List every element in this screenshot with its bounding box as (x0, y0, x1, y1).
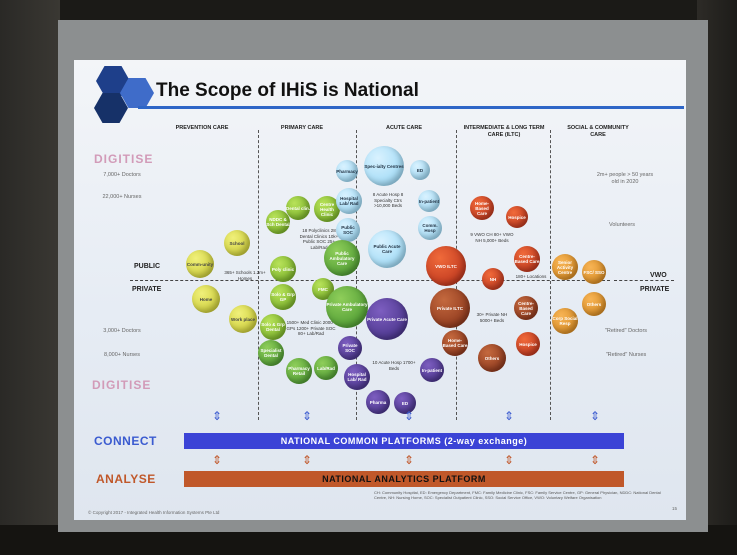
presentation-slide: The Scope of IHiS is National PREVENTION… (74, 60, 686, 520)
doctors-top-note: 7,000+ Doctors (103, 172, 141, 178)
abbreviation-footnote: CH: Community Hospital, ED: Emergency De… (374, 490, 661, 500)
connect-label: CONNECT (94, 434, 157, 448)
bubble-home-care-private: Home-Based Care (442, 330, 468, 356)
private-label-right: PRIVATE (640, 286, 670, 293)
up-down-arrow-icon: ⇕ (302, 409, 313, 423)
gp-note: 1500+ Med Clinic 2000+ GPs 1200+ Private… (286, 320, 336, 336)
bubble-hospice: Hospice (506, 206, 528, 228)
column-primary: PRIMARY CARE (280, 125, 324, 131)
connect-bar: NATIONAL COMMON PLATFORMS (2-way exchang… (184, 433, 624, 449)
bubble-inpatient-private: In-patient (420, 358, 444, 382)
retired-nurses-note: "Retired" Nurses (605, 352, 647, 358)
bubble-ed: ED (410, 160, 430, 180)
private-label: PRIVATE (132, 286, 162, 293)
bubble-lab-rad-green: Lab/Rad (314, 356, 338, 380)
bubble-others-social: Others (582, 292, 606, 316)
public-label: PUBLIC (134, 263, 161, 270)
bubble-school: School (224, 230, 250, 256)
public-private-divider (130, 280, 610, 281)
digitise-label-top: DIGITISE (94, 152, 154, 166)
nurses-bottom-note: 8,000+ Nurses (104, 352, 140, 358)
analyse-bar: NATIONAL ANALYTICS PLATFORM (184, 471, 624, 487)
private-acute-note: 10 Acute Hosp 1700+ Beds (372, 360, 416, 371)
bubble-pharmacy-retail: Pharmacy Retail (286, 358, 312, 384)
bubble-ed-bottom: ED (394, 392, 416, 414)
bubble-vwo-iltc: VWO ILTC (426, 246, 466, 286)
vwo-label: VWO (650, 272, 667, 279)
up-down-arrow-icon: ⇕ (590, 409, 601, 423)
bubble-private-acute: Private Acute Care (366, 298, 408, 340)
up-down-arrow-icon: ⇕ (302, 453, 313, 467)
bubble-public-acute: Public Acute Care (368, 230, 406, 268)
bubble-solo-gp: Solo & Grp GP (270, 284, 296, 310)
bubble-private-soc: Private SOC (338, 336, 362, 360)
bubble-centre-based-private: Centre-Based Care (514, 296, 538, 320)
column-divider (258, 130, 259, 420)
bubble-nddc: NDDC & Sch Dental (266, 210, 290, 234)
schools-note: 365+ Schools 1.2m+ Homes (224, 270, 266, 281)
up-down-arrow-icon: ⇕ (404, 453, 415, 467)
bubble-dental-clinic: Dental clin. (286, 196, 310, 220)
nurses-top-note: 22,000+ Nurses (102, 194, 142, 200)
polyclinics-note: 18 Polyclinics 28 Dental Clinics 10k+ Pu… (299, 228, 339, 250)
column-iltc: INTERMEDIATE & LONG TERM CARE (ILTC) (463, 125, 545, 138)
bubble-private-iltc: Private ILTC (430, 288, 470, 328)
bubble-public-amb: Public Ambulatory Care (324, 240, 360, 276)
volunteers-note: Volunteers (609, 222, 635, 228)
copyright-notice: © Copyright 2017 - Integrated Health Inf… (88, 510, 220, 515)
column-prevention: PREVENTION CARE (175, 125, 229, 131)
bubble-public-soc: Public SOC (336, 218, 360, 242)
bubble-inpatient: In-patient (418, 190, 440, 212)
column-social: SOCIAL & COMMUNITY CARE (567, 125, 629, 138)
bubble-hosp-lab-private: Hospital Lab/ Rad (344, 364, 370, 390)
analyse-label: ANALYSE (96, 472, 156, 486)
up-down-arrow-icon: ⇕ (404, 409, 415, 423)
bubble-home-care: Home-Based Care (470, 196, 494, 220)
bubble-dent-clinic-bottom: Specialist Dental (258, 340, 284, 366)
bubble-private-amb: Private Ambulatory Care (326, 286, 368, 328)
up-down-arrow-icon: ⇕ (212, 409, 223, 423)
column-acute: ACUTE CARE (385, 125, 423, 131)
column-divider (356, 130, 357, 420)
bubble-workplace: Work place (229, 305, 257, 333)
up-down-arrow-icon: ⇕ (590, 453, 601, 467)
bubble-nh: NH (482, 268, 504, 290)
bubble-home: Home (192, 285, 220, 313)
column-divider (550, 130, 551, 420)
vwo-private-divider (614, 280, 674, 281)
retired-doctors-note: "Retired" Doctors (604, 328, 648, 334)
bubble-others: Others (478, 344, 506, 372)
acute-hosp-note: 8 Acute Hosp 8 Specialty Ctrs >10,000 Be… (372, 192, 404, 208)
page-number: 15 (672, 506, 678, 511)
bubble-poly-clinic: Poly clinic (270, 256, 296, 282)
vwo-ch-note: 9 VWO CH 80+ VWO NH 5,000+ Beds (470, 232, 514, 243)
private-nh-note: 30+ Private NH 5000+ Beds (476, 312, 508, 323)
slide-title: The Scope of IHiS is National (156, 80, 419, 101)
people-note: 2m+ people > 50 years old in 2020 (596, 172, 654, 185)
up-down-arrow-icon: ⇕ (504, 409, 515, 423)
bubble-specialty: Spec-ialty Centres (364, 146, 404, 186)
bubble-pharmacy-top: Pharmacy (336, 160, 358, 182)
bubble-centre-health: Centre Health Clinic (314, 196, 340, 222)
bubble-solo-dental: Solo & Grp Dental (260, 314, 286, 340)
doctors-bottom-note: 3,000+ Doctors (103, 328, 141, 334)
bubble-lab-rad: Hospital Lab/ Rad (336, 188, 362, 214)
bubble-hospice-private: Hospice (516, 332, 540, 356)
bubble-comm-hosp: Comm. Hosp (418, 216, 442, 240)
bubble-pharma: Pharma (366, 390, 390, 414)
digitise-label-bottom: DIGITISE (92, 378, 152, 392)
locations-note: 180+ Locations (515, 274, 547, 279)
room-wall-left (0, 0, 60, 555)
up-down-arrow-icon: ⇕ (504, 453, 515, 467)
bubble-fsc: FSC/ SSO (582, 260, 606, 284)
title-underline (138, 106, 684, 109)
bubble-senior-activity: Senior Activity Centre (552, 254, 578, 280)
bubble-community: Comm-unity (186, 250, 214, 278)
up-down-arrow-icon: ⇕ (212, 453, 223, 467)
bubble-corp-social: Corp Social Resp (552, 308, 578, 334)
bubble-centre-based: Centre-Based Care (514, 246, 540, 272)
